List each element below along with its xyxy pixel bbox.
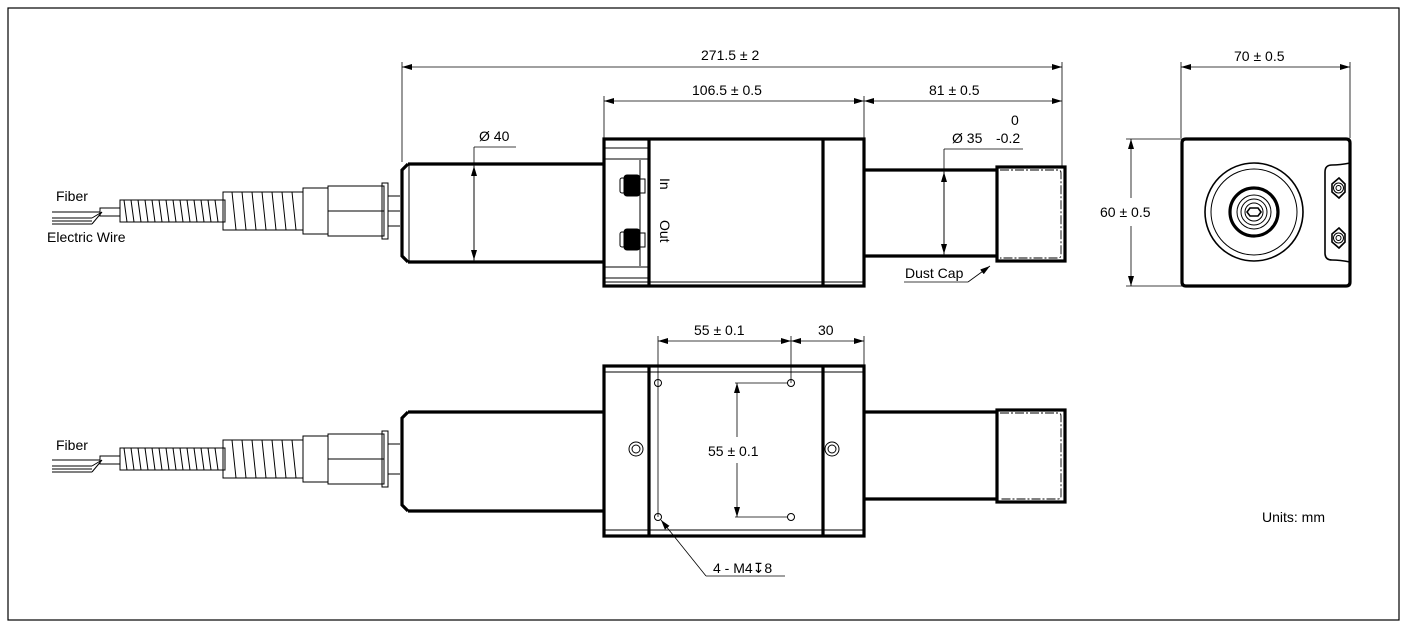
svg-text:Ø 40: Ø 40 — [479, 128, 510, 144]
fiber-label: Fiber — [56, 188, 88, 204]
end-view: 70 ± 0.5 60 ± 0.5 — [1098, 48, 1352, 288]
hex-nut-bottom — [1331, 226, 1346, 250]
dimension-tube-length: 81 ± 0.5 — [864, 82, 1062, 104]
callout-mount-holes: 4 - M4↧8 — [660, 519, 785, 577]
svg-text:55 ± 0.1: 55 ± 0.1 — [708, 443, 759, 459]
dimension-hole-spacing-y: 55 ± 0.1 — [708, 382, 788, 518]
spiral-armor — [119, 199, 226, 223]
svg-text:Ø 35: Ø 35 — [952, 130, 983, 146]
dust-cap-label: Dust Cap — [905, 265, 964, 281]
svg-text:55 ± 0.1: 55 ± 0.1 — [694, 322, 745, 338]
port-in-label: In — [657, 178, 673, 190]
svg-text:0: 0 — [1011, 112, 1019, 128]
cable-leads — [52, 207, 121, 225]
bottom-view: Fiber — [52, 322, 1067, 577]
drawing-frame — [7, 7, 1400, 621]
hex-nut-top — [1331, 176, 1346, 200]
svg-text:81 ± 0.5: 81 ± 0.5 — [929, 82, 980, 98]
port-in-connector — [619, 174, 646, 197]
dimension-edge-offset: 30 — [791, 322, 864, 344]
dimension-overall-length: 271.5 ± 2 — [401, 47, 1063, 166]
strain-relief-boot — [222, 182, 400, 240]
dimension-body-length: 106.5 ± 0.5 — [603, 82, 865, 138]
dimension-rear-diameter: Ø 40 — [471, 128, 516, 262]
fiber-label-bottom: Fiber — [56, 437, 88, 453]
electric-wire-label: Electric Wire — [47, 229, 126, 245]
side-mount-hole-right — [824, 441, 840, 457]
dimension-hole-spacing-x: 55 ± 0.1 — [657, 322, 865, 517]
front-tube — [864, 168, 997, 258]
rear-cylinder — [400, 162, 604, 264]
port-out-label: Out — [657, 220, 673, 243]
svg-text:-0.2: -0.2 — [996, 130, 1020, 146]
port-out-connector — [619, 228, 646, 251]
dimension-front-diameter: Ø 35 0 -0.2 — [941, 112, 1023, 256]
dimension-end-width: 70 ± 0.5 — [1180, 48, 1351, 138]
dust-cap — [995, 165, 1067, 263]
svg-text:30: 30 — [818, 322, 834, 338]
svg-text:70 ± 0.5: 70 ± 0.5 — [1234, 48, 1285, 64]
svg-text:271.5 ± 2: 271.5 ± 2 — [701, 47, 759, 63]
svg-text:4 - M4↧8: 4 - M4↧8 — [713, 560, 772, 576]
svg-text:106.5 ± 0.5: 106.5 ± 0.5 — [692, 82, 762, 98]
side-view: In Out Dust Cap Fiber Electric Wire 271.… — [47, 47, 1067, 288]
dimension-end-height: 60 ± 0.5 — [1098, 138, 1182, 287]
main-body: In Out — [602, 137, 866, 288]
svg-text:60 ± 0.5: 60 ± 0.5 — [1100, 204, 1151, 220]
units-label: Units: mm — [1262, 509, 1325, 525]
side-mount-hole-left — [628, 441, 644, 457]
